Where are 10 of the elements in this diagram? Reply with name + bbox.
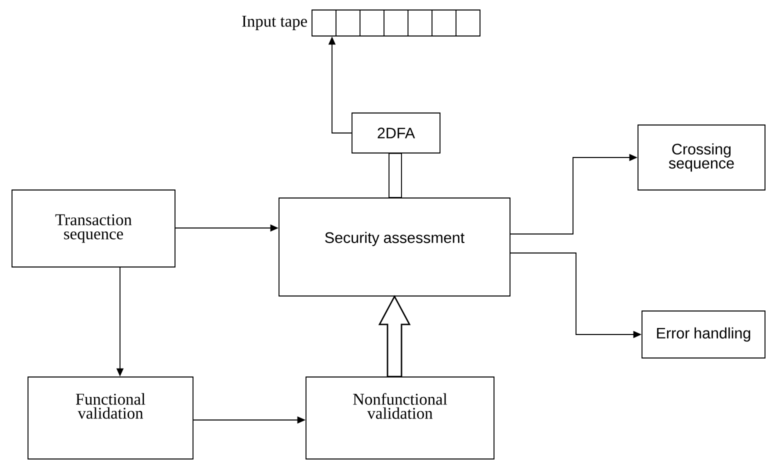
- process-box: 2DFA: [352, 112, 440, 154]
- process-box: Security assessment: [278, 198, 510, 296]
- process-box: Crossing sequence: [638, 124, 766, 190]
- process-box: Error handling: [642, 310, 766, 358]
- input-tape: Input tape: [242, 10, 480, 36]
- connector-bar: [388, 153, 402, 198]
- process-box: Functional validation: [28, 376, 194, 460]
- process-box: Transaction sequence: [12, 190, 176, 268]
- process-box: Nonfunctional validation: [306, 376, 494, 460]
- node-label: Input tape: [242, 16, 307, 30]
